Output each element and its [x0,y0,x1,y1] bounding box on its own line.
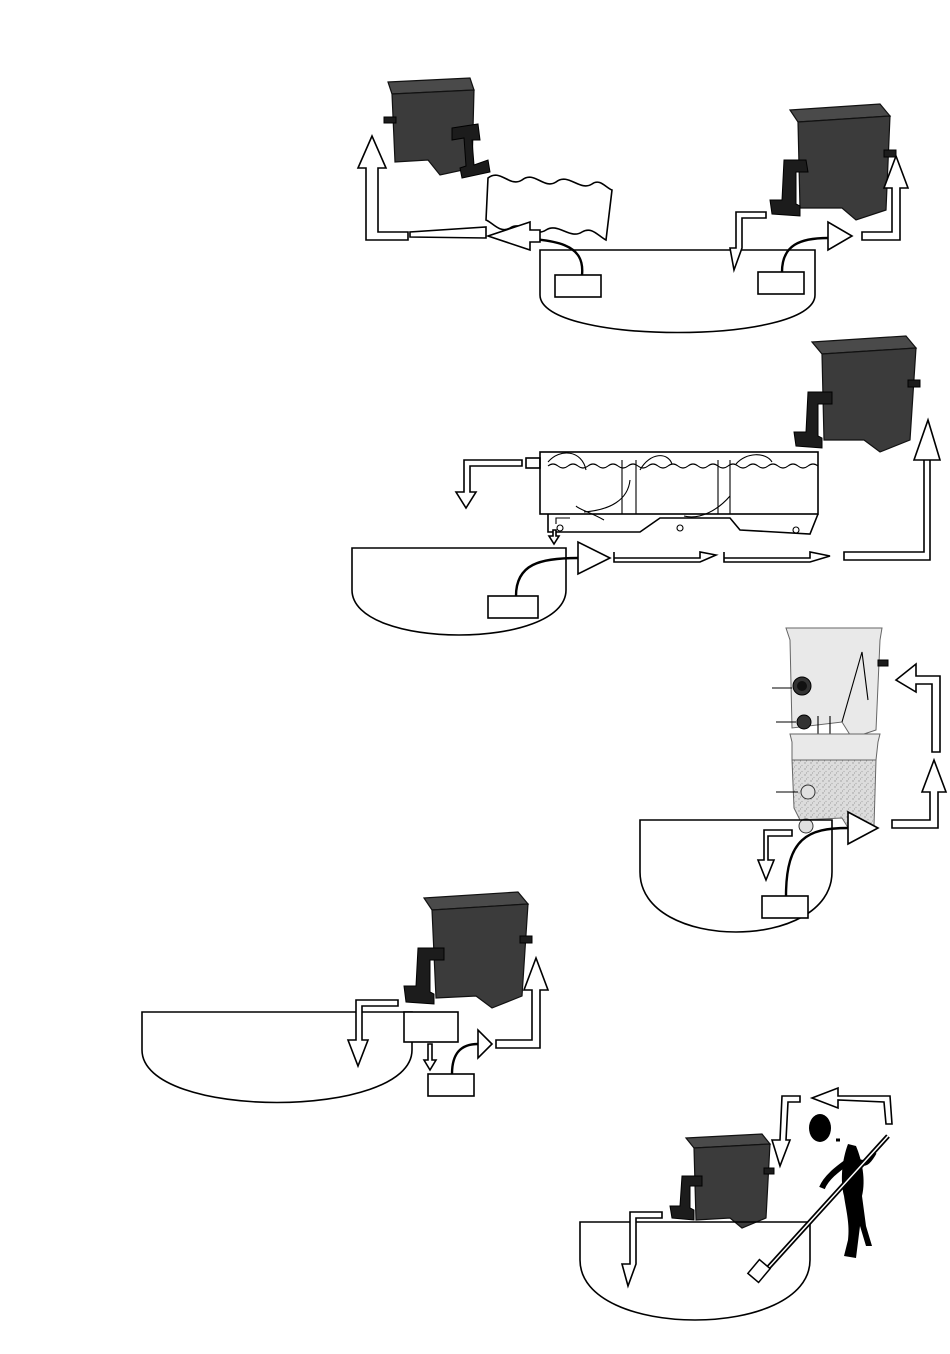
hose [452,1044,478,1074]
pump-icon [762,896,808,918]
flow-arrow-icon [478,1030,492,1058]
pond-outline [142,1012,412,1103]
flow-arrow-icon [622,1212,662,1286]
flow-arrow-icon [424,1044,436,1070]
hose [786,828,848,896]
pump-icon [555,275,601,297]
pump-icon [488,596,538,618]
panel-pond-cleaning-setup [580,1088,892,1320]
panel-trough-filter-setup [352,336,940,635]
flow-arrow-icon [772,1096,800,1166]
panel-stacked-filter-setup [640,628,946,932]
filter-box-icon [770,104,896,220]
filter-box-icon [404,892,532,1008]
filter-box-icon [670,1134,774,1228]
person-with-pole-icon [748,1114,888,1282]
pond-outline [580,1222,810,1320]
flow-arrow-icon [456,460,522,508]
flow-arrow-icon [348,1000,398,1066]
flow-arrow-icon [578,542,610,574]
flow-arrow-icon [892,760,946,828]
panel-two-filter-setup [358,78,908,333]
trough-filter-icon [526,452,818,534]
hose [782,238,828,272]
flow-arrow-icon [614,552,716,562]
pump-icon [758,272,804,294]
pump-chamber [404,1012,458,1042]
flow-arrow-icon [724,552,830,562]
flow-arrow-icon [896,664,940,752]
flow-arrow-icon [828,222,852,250]
panel-single-filter-setup [142,892,548,1103]
flow-arrow-icon [730,212,766,270]
pump-icon [428,1074,474,1096]
filter-box-icon [794,336,920,452]
filter-box-icon [776,734,880,834]
flow-arrow-icon [410,227,486,238]
filter-box-icon [384,78,490,178]
hose [516,558,578,596]
pond-outline [352,548,566,635]
